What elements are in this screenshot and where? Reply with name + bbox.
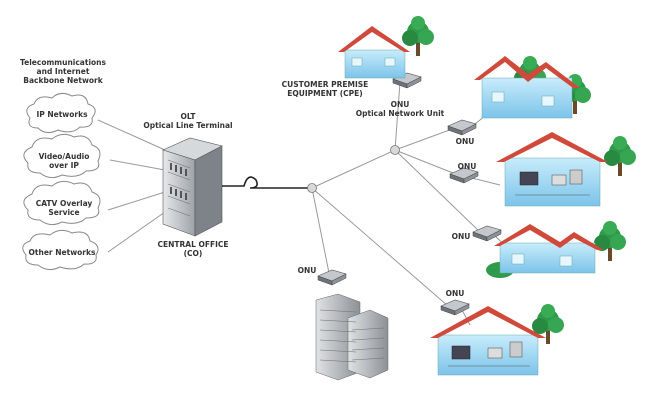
house-middle-right: [496, 132, 636, 207]
olt-label: OLT Optical Line Terminal: [143, 112, 233, 130]
backbone-title: Telecommunications and Internet Backbone…: [20, 58, 106, 85]
cloud-ip-networks: [26, 92, 96, 134]
link-catv: [107, 191, 166, 211]
central-office-label: CENTRAL OFFICE (CO): [157, 240, 229, 258]
onu-label: ONU: [297, 266, 317, 275]
cloud-label-video: Video/Audio over IP: [38, 152, 90, 170]
cpe-label: CUSTOMER PREMISE EQUIPMENT (CPE): [281, 80, 369, 98]
house-bottom-right: [430, 304, 564, 376]
office-buildings: [315, 293, 389, 381]
cloud-other-networks: [22, 229, 99, 271]
onu-label: ONU: [445, 289, 465, 298]
house-top: [338, 16, 434, 79]
onu-label: ONU: [455, 137, 475, 146]
onu-main-label: ONU Optical Network Unit: [355, 100, 445, 118]
onu-label: ONU: [451, 232, 471, 241]
cloud-links: [97, 119, 166, 253]
cloud-label-catv: CATV Overlay Service: [35, 199, 93, 217]
onu-device: [440, 299, 470, 316]
cloud-label-ip: IP Networks: [36, 110, 88, 119]
house-lower-right: [486, 221, 626, 278]
onu-device: [317, 269, 347, 286]
splitter-node: [390, 145, 400, 155]
onu-device: [447, 119, 477, 136]
olt-rack: [162, 137, 223, 237]
onu-device: [472, 225, 502, 242]
link-ip: [97, 119, 166, 151]
splitter-node: [307, 183, 317, 193]
distribution-links: [311, 81, 511, 326]
fiber-loop: [222, 176, 312, 189]
onu-label: ONU: [457, 162, 477, 171]
cloud-label-other: Other Networks: [28, 248, 96, 257]
cloud-video-audio: [23, 133, 101, 179]
cloud-catv: [23, 180, 101, 226]
house-top-right: [474, 56, 591, 119]
link-other: [107, 211, 166, 253]
link-video: [109, 159, 166, 171]
